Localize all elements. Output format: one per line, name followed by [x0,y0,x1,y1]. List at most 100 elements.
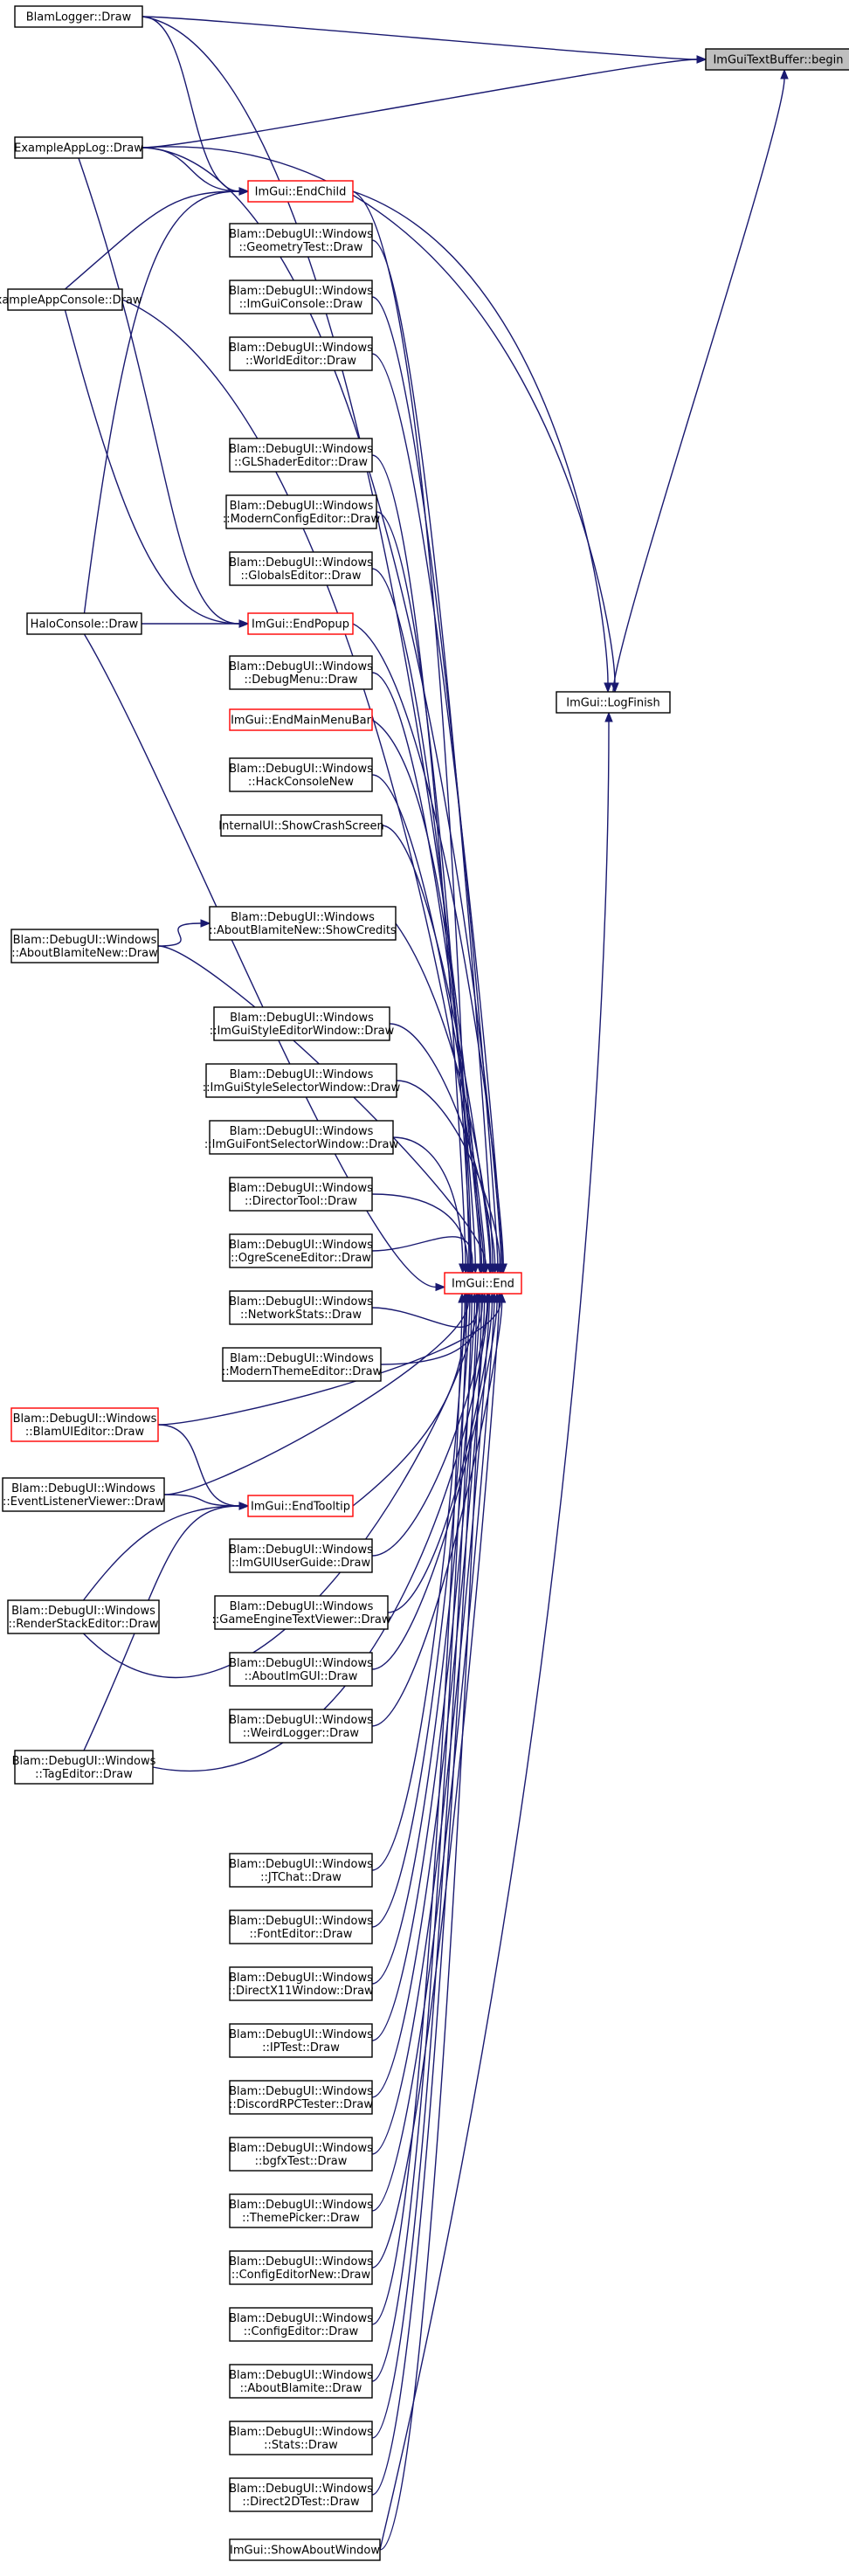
node-box[interactable] [225,494,377,529]
node-directX11[interactable]: Blam::DebugUI::Windows::DirectX11Window:… [228,1966,374,2001]
node-fontSelector[interactable]: Blam::DebugUI::Windows::ImGuiFontSelecto… [204,1120,399,1155]
node-box[interactable] [229,2307,373,2342]
node-endPopup[interactable]: ImGui::EndPopup [247,612,354,635]
node-box[interactable] [229,1966,373,2001]
node-box[interactable] [229,1652,373,1687]
node-box[interactable] [229,2023,373,2058]
node-box[interactable] [229,2080,373,2115]
node-box[interactable] [2,1477,165,1512]
node-box[interactable] [213,1006,390,1041]
node-endChild[interactable]: ImGui::EndChild [247,180,354,203]
node-box[interactable] [229,551,373,586]
node-ogreScene[interactable]: Blam::DebugUI::Windows::OgreSceneEditor:… [229,1233,373,1268]
node-box[interactable] [229,438,373,473]
node-box[interactable] [229,1233,373,1268]
node-modernTheme[interactable]: Blam::DebugUI::Windows::ModernThemeEdito… [222,1347,383,1382]
node-box[interactable] [229,2421,373,2455]
node-box[interactable] [205,1063,397,1098]
node-imguiConsole[interactable]: Blam::DebugUI::Windows::ImGuiConsole::Dr… [229,280,373,314]
node-box[interactable] [214,1595,389,1630]
node-box[interactable] [7,1599,160,1634]
node-box[interactable] [556,691,671,714]
node-box[interactable] [229,708,373,731]
node-box[interactable] [229,2364,373,2399]
node-worldEditor[interactable]: Blam::DebugUI::Windows::WorldEditor::Dra… [229,336,373,371]
node-box[interactable] [229,2538,381,2561]
node-box[interactable] [229,757,373,792]
node-box[interactable] [229,2477,373,2512]
node-box[interactable] [26,612,142,635]
node-box[interactable] [229,336,373,371]
node-box[interactable] [229,655,373,690]
node-endTooltip[interactable]: ImGui::EndTooltip [247,1495,354,1517]
node-aboutImGui[interactable]: Blam::DebugUI::Windows::AboutImGUI::Draw [229,1652,373,1687]
node-showAbout[interactable]: ImGui::ShowAboutWindow [229,2538,381,2561]
node-box[interactable] [247,1495,354,1517]
node-modernConfig[interactable]: Blam::DebugUI::Windows::ModernConfigEdit… [223,494,381,529]
node-box[interactable] [10,929,159,963]
node-eventListener[interactable]: Blam::DebugUI::Windows::EventListenerVie… [2,1477,165,1512]
node-box[interactable] [209,906,397,941]
node-box[interactable] [220,814,383,837]
node-tagEditor[interactable]: Blam::DebugUI::Windows::TagEditor::Draw [12,1750,156,1785]
node-hackConsole[interactable]: Blam::DebugUI::Windows::HackConsoleNew [229,757,373,792]
node-box[interactable] [229,1538,373,1573]
node-box[interactable] [247,180,354,203]
node-box[interactable] [229,2137,373,2172]
node-gameEngineText[interactable]: Blam::DebugUI::Windows::GameEngineTextVi… [212,1595,391,1630]
node-globalsEditor[interactable]: Blam::DebugUI::Windows::GlobalsEditor::D… [229,551,373,586]
node-debugMenu[interactable]: Blam::DebugUI::Windows::DebugMenu::Draw [229,655,373,690]
node-box[interactable] [229,1177,373,1212]
node-box[interactable] [7,288,123,311]
node-styleEditor[interactable]: Blam::DebugUI::Windows::ImGuiStyleEditor… [210,1006,395,1041]
node-themePicker[interactable]: Blam::DebugUI::Windows::ThemePicker::Dra… [229,2193,373,2228]
node-exAppLog[interactable]: ExampleAppLog::Draw [14,136,143,159]
node-weirdLogger[interactable]: Blam::DebugUI::Windows::WeirdLogger::Dra… [229,1709,373,1744]
node-box[interactable] [229,2193,373,2228]
node-exAppConsole[interactable]: ExampleAppConsole::Draw [0,288,142,311]
node-jtChat[interactable]: Blam::DebugUI::Windows::JTChat::Draw [229,1853,373,1888]
node-box[interactable] [10,1407,159,1442]
node-box[interactable] [229,1290,373,1325]
node-box[interactable] [229,280,373,314]
node-directorTool[interactable]: Blam::DebugUI::Windows::DirectorTool::Dr… [229,1177,373,1212]
node-end[interactable]: ImGui::End [444,1272,522,1295]
node-styleSelector[interactable]: Blam::DebugUI::Windows::ImGuiStyleSelect… [203,1063,401,1098]
node-userGuide[interactable]: Blam::DebugUI::Windows::ImGUIUserGuide::… [229,1538,373,1573]
node-box[interactable] [229,1910,373,1944]
node-box[interactable] [247,612,354,635]
node-fontEditor[interactable]: Blam::DebugUI::Windows::FontEditor::Draw [229,1910,373,1944]
node-box[interactable] [14,5,143,28]
node-glShader[interactable]: Blam::DebugUI::Windows::GLShaderEditor::… [229,438,373,473]
node-discordRPC[interactable]: Blam::DebugUI::Windows::DiscordRPCTester… [229,2080,373,2115]
node-box[interactable] [705,48,849,71]
node-logFinish[interactable]: ImGui::LogFinish [556,691,671,714]
node-crashScreen[interactable]: InternalUI::ShowCrashScreen [218,814,384,837]
node-renderStack[interactable]: Blam::DebugUI::Windows::RenderStackEdito… [7,1599,160,1634]
node-blamUIEditor[interactable]: Blam::DebugUI::Windows::BlamUIEditor::Dr… [10,1407,159,1442]
node-bgfxTest[interactable]: Blam::DebugUI::Windows::bgfxTest::Draw [229,2137,373,2172]
node-configEditorNew[interactable]: Blam::DebugUI::Windows::ConfigEditorNew:… [229,2250,373,2285]
node-aboutBlamite[interactable]: Blam::DebugUI::Windows::AboutBlamite::Dr… [229,2364,373,2399]
node-configEditor[interactable]: Blam::DebugUI::Windows::ConfigEditor::Dr… [229,2307,373,2342]
node-ipTest[interactable]: Blam::DebugUI::Windows::IPTest::Draw [229,2023,373,2058]
node-direct2D[interactable]: Blam::DebugUI::Windows::Direct2DTest::Dr… [229,2477,373,2512]
node-begin[interactable]: ImGuiTextBuffer::begin [705,48,849,71]
node-aboutBlamiteNew[interactable]: Blam::DebugUI::Windows::AboutBlamiteNew:… [10,929,159,963]
node-box[interactable] [209,1120,394,1155]
node-endMainMenuBar[interactable]: ImGui::EndMainMenuBar [229,708,373,731]
node-stats[interactable]: Blam::DebugUI::Windows::Stats::Draw [229,2421,373,2455]
node-box[interactable] [229,1709,373,1744]
node-box[interactable] [14,1750,154,1785]
node-box[interactable] [222,1347,382,1382]
node-haloConsole[interactable]: HaloConsole::Draw [26,612,142,635]
node-networkStats[interactable]: Blam::DebugUI::Windows::NetworkStats::Dr… [229,1290,373,1325]
node-box[interactable] [14,136,143,159]
node-box[interactable] [229,2250,373,2285]
node-box[interactable] [229,223,373,258]
node-box[interactable] [444,1272,522,1295]
node-box[interactable] [229,1853,373,1888]
node-geometryTest[interactable]: Blam::DebugUI::Windows::GeometryTest::Dr… [229,223,373,258]
node-blamLogger[interactable]: BlamLogger::Draw [14,5,143,28]
node-showCredits[interactable]: Blam::DebugUI::Windows::AboutBlamiteNew:… [209,906,397,941]
